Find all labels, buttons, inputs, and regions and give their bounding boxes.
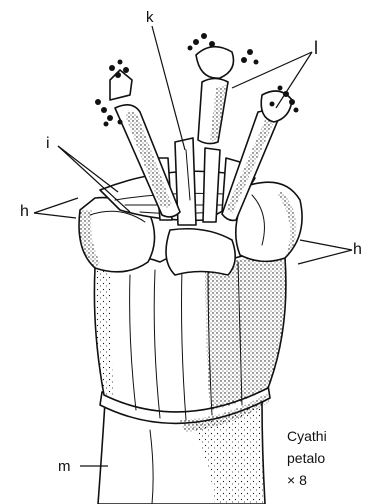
front-lobe bbox=[166, 229, 235, 275]
label-h-left: h bbox=[20, 203, 29, 220]
label-i: i bbox=[46, 135, 50, 152]
label-h-right: h bbox=[353, 241, 362, 258]
label-l: l bbox=[314, 38, 318, 58]
caption-line-2: petalo bbox=[287, 450, 325, 466]
stamen-middle bbox=[188, 33, 259, 144]
label-m: m bbox=[58, 458, 71, 475]
caption-line-1: Cyathi bbox=[287, 428, 327, 444]
caption-line-3: × 8 bbox=[287, 472, 307, 488]
label-k: k bbox=[146, 9, 154, 26]
